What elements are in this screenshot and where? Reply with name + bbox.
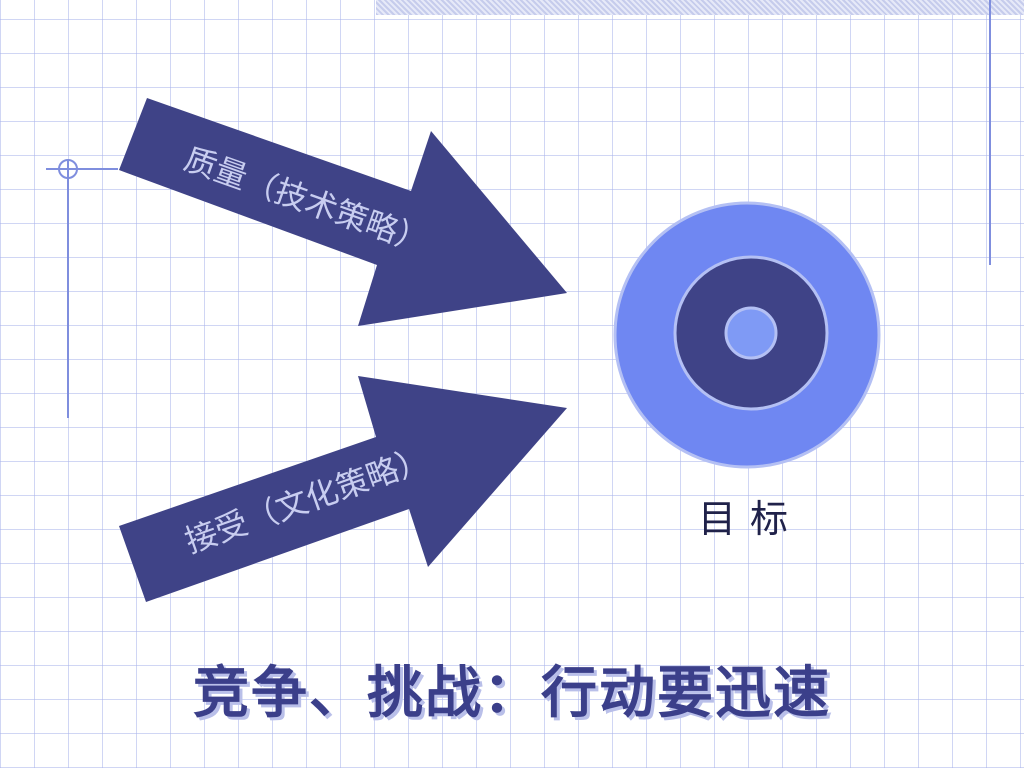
- target-bullseye: [724, 306, 778, 360]
- slogan-title: 竞争、挑战：行动要迅速: [193, 661, 831, 726]
- top-decorative-band: [376, 0, 1024, 15]
- right-decorative-line: [989, 0, 991, 265]
- crosshair-icon: [46, 159, 118, 418]
- target-rings: [613, 201, 881, 469]
- acceptance-arrow: [119, 376, 567, 602]
- target-label: 目标: [697, 497, 802, 541]
- quality-arrow: [119, 98, 567, 326]
